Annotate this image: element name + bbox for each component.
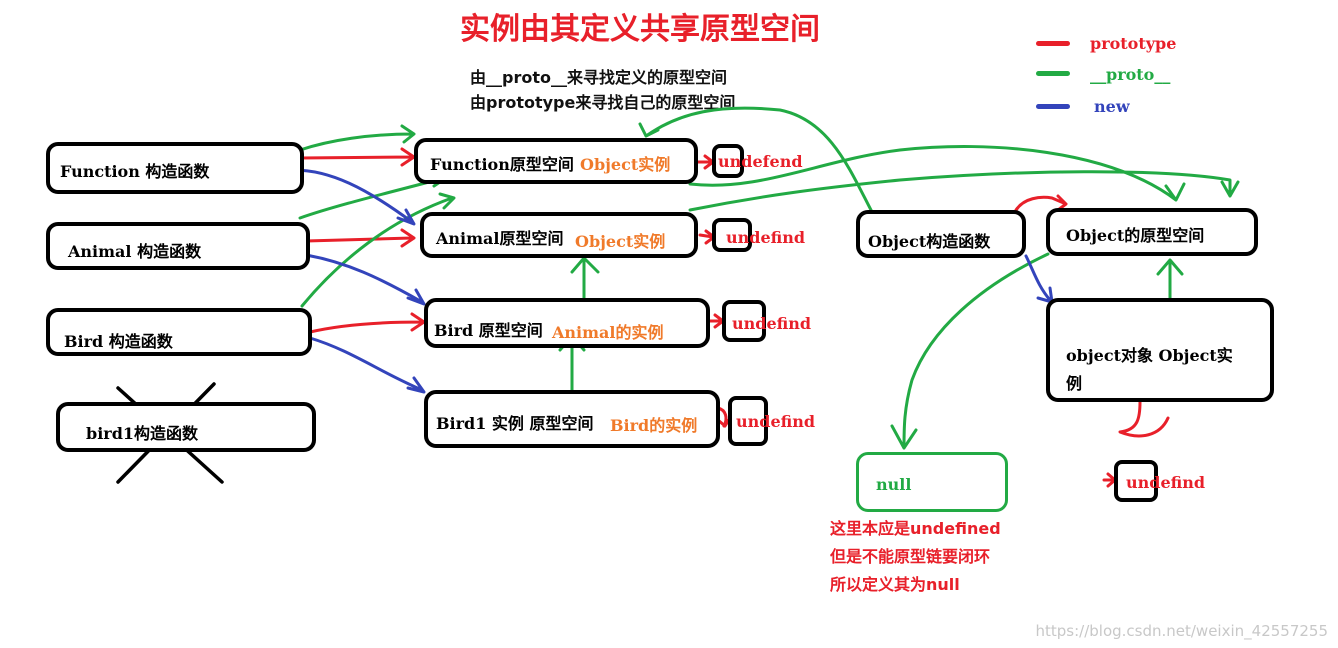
watermark: https://blog.csdn.net/weixin_42557255 [1035,622,1328,640]
animal-constructor-label: Animal 构造函数 [68,242,202,261]
bird-undefined-box [722,300,766,342]
null-note-line-3: 所以定义其为null [830,575,960,594]
bird1-prototype-label: Bird1 实例 原型空间 [436,414,594,433]
function-constructor-label: Function 构造函数 [60,162,210,181]
legend-new-label: new [1094,97,1130,116]
object-instance-label-1: object对象 Object实 [1066,346,1233,365]
legend-proto-label: __proto__ [1090,65,1171,84]
function-prototype-label: Function原型空间 [430,155,574,174]
object-prototype-box [1046,208,1258,256]
note-proto: 由__proto__来寻找定义的原型空间 [470,68,727,87]
bird-prototype-instance: Animal的实例 [552,323,664,342]
object-prototype-label: Object的原型空间 [1066,226,1205,245]
legend-proto-swatch [1036,71,1070,76]
animal-prototype-label: Animal原型空间 [436,229,564,248]
diagram-title: 实例由其定义共享原型空间 [460,12,820,47]
note-prototype: 由prototype来寻找自己的原型空间 [470,93,736,112]
null-note-line-2: 但是不能原型链要闭环 [830,547,991,566]
animal-constructor-box [46,222,310,270]
bird1-undefined-box [728,396,768,446]
animal-undefined-label: undefind [726,228,806,247]
object-constructor-box [856,210,1026,258]
bird1-prototype-instance: Bird的实例 [610,416,698,435]
bird-constructor-box [46,308,312,356]
bird1-prototype-box [424,390,720,448]
function-prototype-instance: Object实例 [580,155,671,174]
object-instance-label-2: 例 [1066,374,1083,393]
function-prototype-box [414,138,698,184]
null-box [856,452,1008,512]
animal-prototype-box [420,212,698,258]
bird-undefined-label: undefind [732,314,812,333]
function-undefined-box [712,144,744,178]
legend-prototype-swatch [1036,41,1070,46]
null-label: null [876,475,912,494]
legend-prototype-label: prototype [1090,34,1177,53]
animal-prototype-instance: Object实例 [575,232,666,251]
object-constructor-label: Object构造函数 [868,232,991,251]
null-note-line-1: 这里本应是undefined [830,519,1001,538]
animal-undefined-box [712,218,752,252]
object-instance-box [1046,298,1274,402]
function-undefined-label: undefend [718,152,803,171]
bird1-constructor-box [56,402,316,452]
bird-prototype-box [424,298,710,348]
bird-constructor-label: Bird 构造函数 [64,332,173,351]
bird1-constructor-label: bird1构造函数 [86,424,199,443]
object-undefined-label: undefind [1126,473,1206,492]
bird1-undefined-label: undefind [736,412,816,431]
function-constructor-box [46,142,304,194]
legend-new-swatch [1036,104,1070,109]
object-undefined-box [1114,460,1158,502]
bird-prototype-label: Bird 原型空间 [434,321,543,340]
